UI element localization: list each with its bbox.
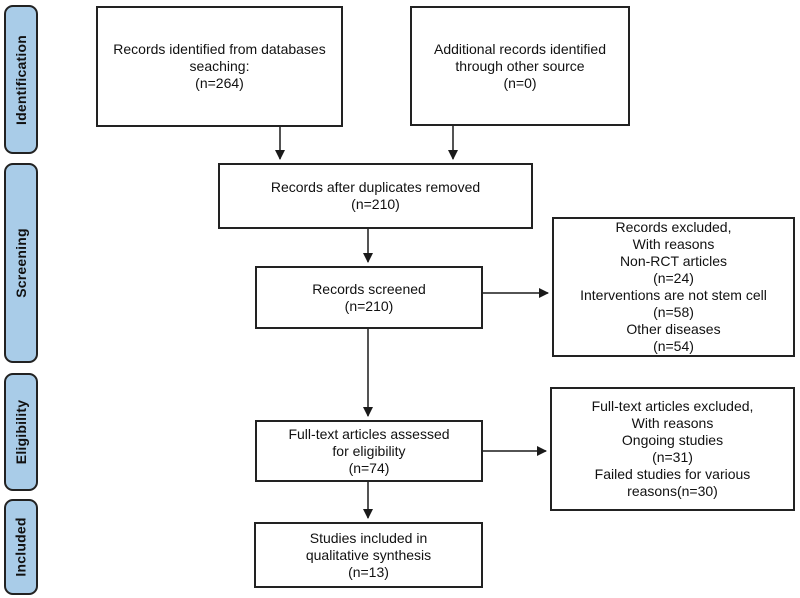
stage-eligibility: Eligibility — [4, 373, 38, 491]
box-line: Other diseases — [626, 321, 721, 337]
box-line: Studies included in — [309, 529, 428, 546]
box-line: (n=264) — [195, 75, 244, 91]
stage-screening-label: Screening — [13, 228, 29, 298]
box-line: Full-text articles assessed — [288, 425, 450, 442]
box-screened: Records screened (n=210) — [255, 266, 483, 329]
stage-included: Included — [4, 499, 38, 595]
box-line: (n=31) — [652, 449, 693, 465]
box-line: Non-RCT articles — [619, 253, 728, 269]
box-line: (n=210) — [344, 297, 394, 314]
stage-included-label: Included — [13, 517, 30, 577]
box-line: Interventions are not stem cell — [580, 287, 767, 303]
box-line: Failed studies for various — [594, 466, 751, 482]
stage-eligibility-label: Eligibility — [13, 399, 29, 465]
stage-identification-label: Identification — [13, 34, 30, 125]
box-line: Additional records identified — [434, 40, 606, 57]
box-line: (n=24) — [653, 270, 694, 286]
box-line: (n=58) — [653, 304, 694, 320]
box-line: (n=13) — [348, 563, 389, 580]
box-fulltext-assessed: Full-text articles assessed for eligibil… — [255, 420, 483, 482]
box-included-studies: Studies included in qualitative synthesi… — [254, 522, 483, 588]
stage-screening: Screening — [4, 163, 38, 363]
box-line: (n=210) — [351, 196, 400, 212]
box-line: (n=0) — [503, 74, 537, 91]
box-records-excluded: Records excluded, With reasons Non-RCT a… — [552, 217, 795, 357]
box-line: (n=74) — [348, 459, 390, 476]
box-line: Full-text articles excluded, — [591, 398, 754, 414]
box-line: reasons(n=30) — [627, 483, 718, 499]
box-line: (n=54) — [653, 338, 694, 354]
box-line: qualitative synthesis — [305, 546, 432, 563]
box-line: for eligibility — [332, 442, 406, 459]
box-line: through other source — [455, 57, 585, 74]
box-line: Records identified from databases — [113, 41, 326, 57]
box-line: With reasons — [631, 415, 714, 431]
stage-identification: Identification — [4, 5, 38, 154]
box-line: Records after duplicates removed — [270, 179, 481, 195]
box-line: seaching: — [189, 58, 250, 74]
box-line: Ongoing studies — [621, 432, 724, 448]
box-line: Records excluded, — [615, 219, 732, 235]
box-db-records: Records identified from databases seachi… — [96, 6, 343, 127]
box-duplicates-removed: Records after duplicates removed (n=210) — [218, 163, 533, 229]
box-line: With reasons — [632, 236, 715, 252]
box-other-records: Additional records identified through ot… — [410, 6, 630, 126]
box-line: Records screened — [312, 280, 426, 297]
box-fulltext-excluded: Full-text articles excluded, With reason… — [550, 387, 795, 511]
